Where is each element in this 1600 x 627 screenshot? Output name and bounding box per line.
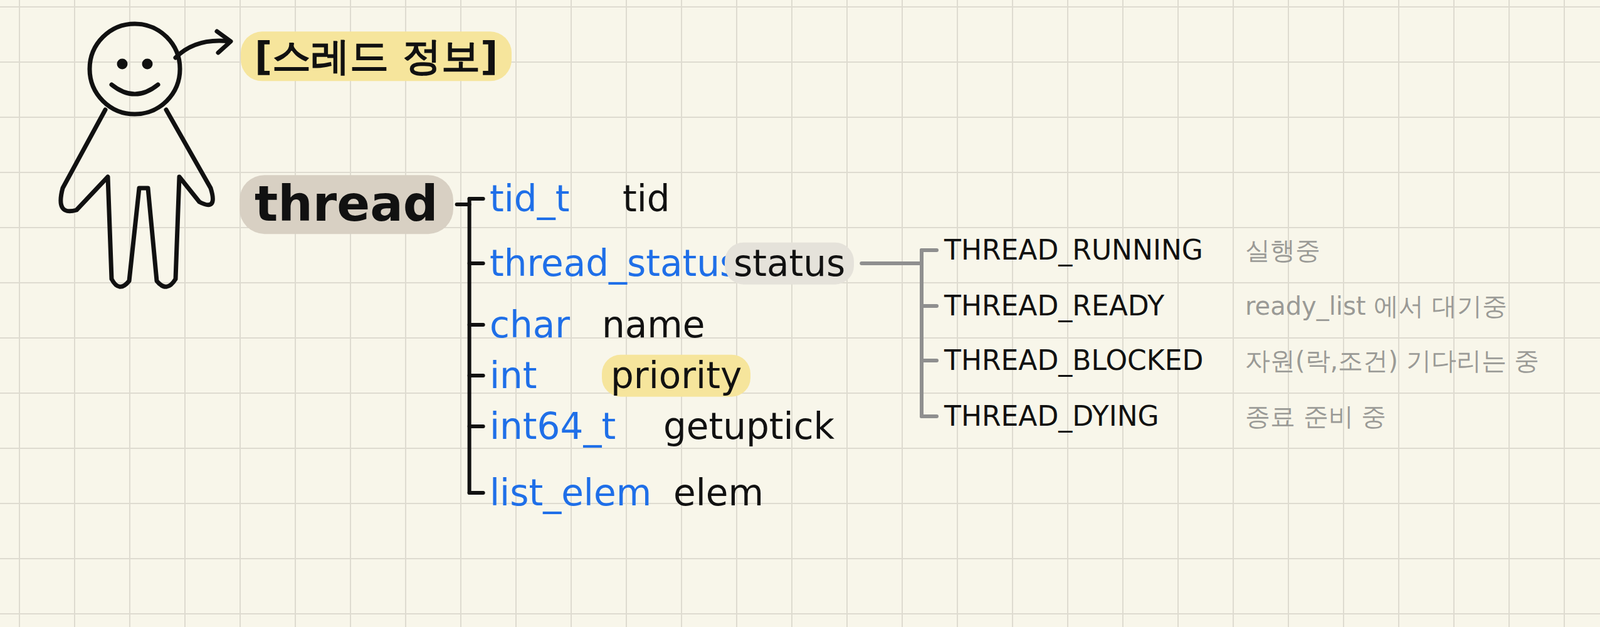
status-note: 자원(락,조건) 기다리는 중 bbox=[1245, 346, 1540, 375]
struct-box: thread bbox=[239, 174, 454, 234]
status-value: THREAD_BLOCKED bbox=[944, 344, 1204, 377]
field-type: int64_t bbox=[489, 405, 616, 448]
field-name: priority bbox=[601, 354, 751, 397]
branch-tick bbox=[921, 248, 937, 253]
branch-tick bbox=[921, 414, 937, 419]
field-type: char bbox=[489, 304, 570, 347]
field-name: tid bbox=[622, 178, 671, 221]
field-type: tid_t bbox=[489, 178, 570, 221]
bracket-tick bbox=[469, 322, 484, 327]
field-name: getuptick bbox=[663, 405, 835, 448]
status-note: ready_list 에서 대기중 bbox=[1245, 291, 1508, 321]
figure-smile bbox=[111, 84, 158, 95]
field-type: int bbox=[489, 354, 538, 397]
bracket-line bbox=[467, 198, 472, 493]
field-name: name bbox=[601, 304, 705, 347]
status-value: THREAD_READY bbox=[944, 290, 1165, 323]
figure-body bbox=[60, 109, 214, 287]
bracket-tick bbox=[469, 261, 484, 266]
field-type: list_elem bbox=[489, 472, 652, 515]
status-note: 실행중 bbox=[1245, 235, 1321, 265]
bracket-tick bbox=[469, 424, 484, 429]
branch-line bbox=[919, 250, 924, 417]
arrow-head bbox=[216, 31, 231, 53]
figure-eye bbox=[119, 60, 126, 68]
status-note: 종료 준비 중 bbox=[1245, 401, 1387, 431]
figure-eye bbox=[144, 60, 151, 68]
branch-line bbox=[861, 261, 922, 266]
status-value: THREAD_DYING bbox=[944, 400, 1160, 433]
struct-name: thread bbox=[254, 176, 439, 233]
field-name: status bbox=[724, 242, 854, 285]
status-value: THREAD_RUNNING bbox=[944, 234, 1204, 267]
bracket-tick bbox=[469, 373, 484, 378]
title: [스레드 정보] bbox=[240, 31, 512, 81]
branch-tick bbox=[921, 358, 937, 363]
bracket-tick bbox=[469, 490, 484, 495]
field-type: thread_status bbox=[489, 242, 739, 285]
branch-tick bbox=[921, 304, 937, 308]
field-name: elem bbox=[673, 472, 764, 515]
bracket-tick bbox=[469, 196, 484, 201]
figure-head bbox=[89, 23, 180, 115]
